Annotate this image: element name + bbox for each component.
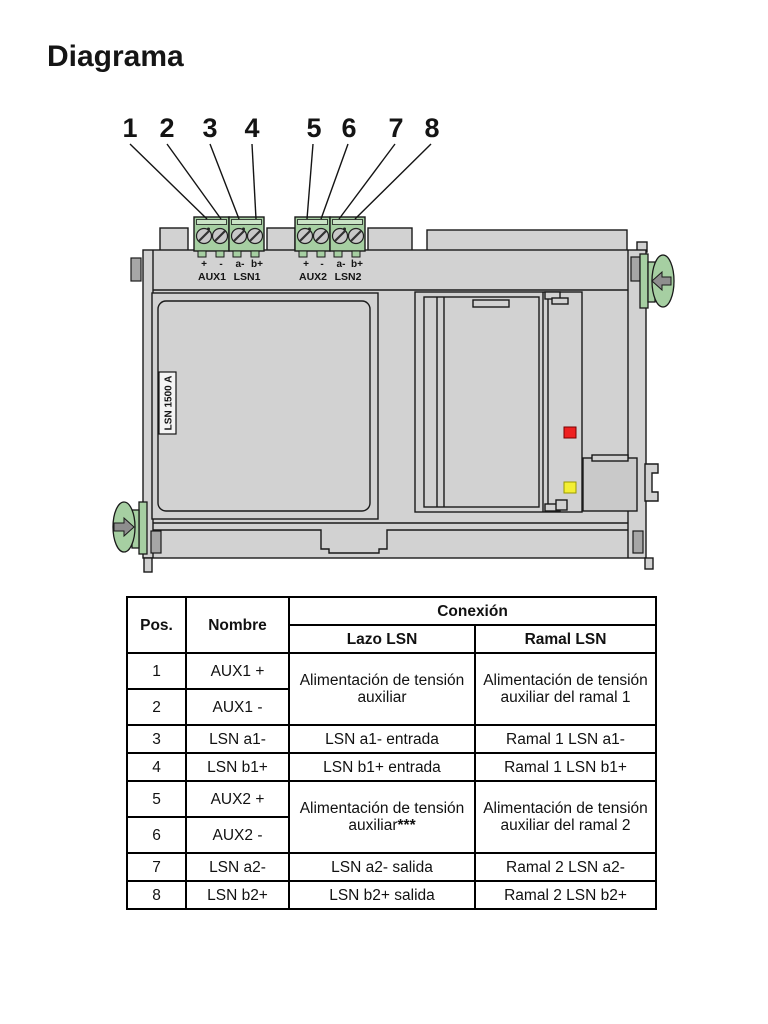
callout-5: 5	[306, 113, 321, 143]
bottom-strip-notch	[153, 529, 628, 554]
table-row: 1 AUX1 + Alimentación de tensión auxilia…	[126, 652, 657, 726]
cell-lazo: LSN b2+ salida	[288, 880, 476, 910]
col-header-conexion: Conexión	[288, 596, 657, 626]
cell-nombre: LSN a2-	[185, 852, 290, 882]
rail-clips	[130, 256, 644, 554]
connection-table: Pos. Nombre Conexión Lazo LSN Ramal LSN …	[126, 596, 657, 910]
cell-nombre: AUX1 +	[185, 652, 290, 690]
cell-ramal: Ramal 1 LSN b1+	[474, 752, 657, 782]
red-led	[563, 426, 577, 439]
left-arrow-icon	[651, 270, 672, 292]
right-release-knob	[639, 253, 675, 309]
svg-text:+: +	[201, 259, 207, 270]
cell-ramal: Ramal 2 LSN b2+	[474, 880, 657, 910]
svg-text:+: +	[303, 259, 309, 270]
callout-1: 1	[122, 113, 137, 143]
callout-7: 7	[388, 113, 403, 143]
cell-nombre: AUX2 -	[185, 816, 290, 854]
cell-pos: 3	[126, 724, 187, 754]
right-arrow-icon	[113, 516, 135, 538]
cell-pos: 1	[126, 652, 187, 690]
cell-nombre: AUX2 +	[185, 780, 290, 818]
svg-text:LSN2: LSN2	[335, 271, 362, 283]
table-row: 5 AUX2 + Alimentación de tensión auxilia…	[126, 780, 657, 854]
col-header-pos: Pos.	[126, 596, 187, 654]
col-header-lazo: Lazo LSN	[288, 624, 476, 654]
cell-nombre: LSN b2+	[185, 880, 290, 910]
callout-3: 3	[202, 113, 217, 143]
table-subheader-row: Lazo LSN Ramal LSN	[127, 624, 657, 654]
callout-6: 6	[341, 113, 356, 143]
cell-pos: 8	[126, 880, 187, 910]
yellow-led	[563, 481, 577, 494]
cell-nombre: LSN b1+	[185, 752, 290, 782]
callout-numbers: 1 2 3 4 5 6 7 8	[122, 113, 439, 143]
cell-pos: 5	[126, 780, 187, 818]
cell-lazo: LSN b1+ entrada	[288, 752, 476, 782]
table-row: 2 AUX1 -	[126, 688, 656, 726]
callout-2: 2	[159, 113, 174, 143]
table-header-row: Pos. Nombre Conexión	[126, 596, 657, 654]
cell-lazo: LSN a1- entrada	[288, 724, 476, 754]
page-title: Diagrama	[47, 40, 184, 73]
svg-text:AUX2: AUX2	[299, 271, 327, 283]
din-hook	[644, 463, 659, 502]
col-header-nombre: Nombre	[185, 596, 290, 654]
svg-text:b+: b+	[251, 259, 263, 270]
table-row: 6 AUX2 -	[126, 816, 656, 854]
callout-4: 4	[244, 113, 259, 143]
col-header-ramal: Ramal LSN	[474, 624, 657, 654]
left-release-knob	[112, 501, 148, 555]
cell-nombre: LSN a1-	[185, 724, 290, 754]
cell-lazo: Alimentación de tensión auxiliar***	[288, 780, 476, 854]
cell-ramal: Alimentación de tensión auxiliar del ram…	[474, 652, 657, 726]
cell-lazo: Alimentación de tensión auxiliar	[288, 652, 476, 726]
cell-ramal: Alimentación de tensión auxiliar del ram…	[474, 780, 657, 854]
table-row: 7 LSN a2- LSN a2- salida Ramal 2 LSN a2-	[126, 852, 657, 882]
device-label: LSN 1500 A	[164, 376, 175, 431]
cell-ramal: Ramal 1 LSN a1-	[474, 724, 657, 754]
terminal-screws	[195, 227, 365, 245]
panel-slot	[472, 299, 510, 308]
callout-lines	[129, 143, 432, 220]
svg-text:b+: b+	[351, 259, 363, 270]
table-row: 3 LSN a1- LSN a1- entrada Ramal 1 LSN a1…	[126, 724, 657, 754]
cell-lazo: LSN a2- salida	[288, 852, 476, 882]
svg-text:LSN1: LSN1	[234, 271, 261, 283]
terminal-sign-labels: + - a- b+ + - a- b+	[201, 259, 363, 270]
cell-pos: 4	[126, 752, 187, 782]
cell-pos: 2	[126, 688, 187, 726]
svg-text:a-: a-	[236, 259, 245, 270]
cell-pos: 6	[126, 816, 187, 854]
cell-ramal: Ramal 2 LSN a2-	[474, 852, 657, 882]
svg-text:-: -	[219, 259, 222, 270]
svg-text:-: -	[320, 259, 323, 270]
bottom-right-box	[582, 457, 638, 512]
device-diagram: LSN 1500 A	[112, 113, 675, 573]
table-row: 4 LSN b1+ LSN b1+ entrada Ramal 1 LSN b1…	[126, 752, 657, 782]
device-label-plate	[158, 371, 177, 435]
terminal-group-labels: AUX1 LSN1 AUX2 LSN2	[198, 271, 362, 283]
svg-text:a-: a-	[337, 259, 346, 270]
svg-text:AUX1: AUX1	[198, 271, 226, 283]
callout-8: 8	[424, 113, 439, 143]
cell-pos: 7	[126, 852, 187, 882]
table-row: 8 LSN b2+ LSN b2+ salida Ramal 2 LSN b2+	[126, 880, 657, 910]
cell-nombre: AUX1 -	[185, 688, 290, 726]
device-body	[142, 227, 659, 573]
